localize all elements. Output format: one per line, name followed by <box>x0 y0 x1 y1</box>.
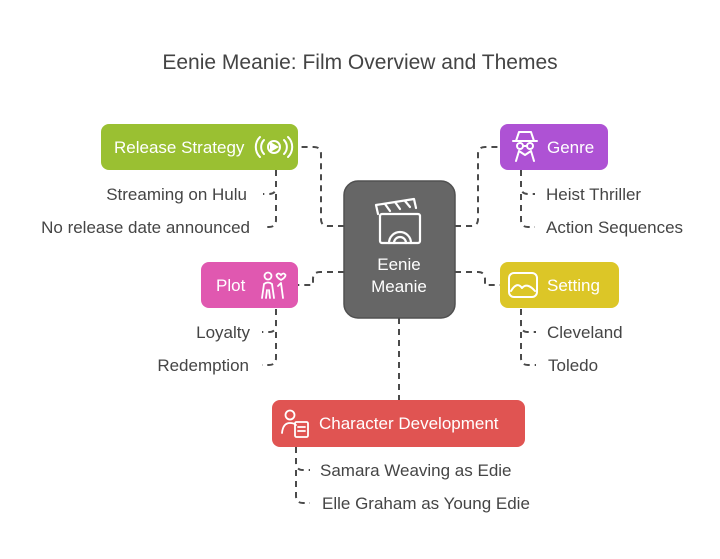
connector-plot <box>298 271 344 286</box>
character-development-label: Character Development <box>319 414 499 433</box>
plot-item-2: Redemption <box>157 356 249 375</box>
release-strategy-node: Release Strategy <box>101 124 298 170</box>
connector-plot-item-2 <box>262 332 277 366</box>
plot-label: Plot <box>216 276 246 295</box>
release-item-1: Streaming on Hulu <box>106 185 247 204</box>
character-development-box <box>272 400 525 447</box>
plot-node: Plot <box>201 262 298 308</box>
character-development-node: Character Development <box>272 400 525 447</box>
diagram-title: Eenie Meanie: Film Overview and Themes <box>162 51 557 74</box>
genre-item-1: Heist Thriller <box>546 185 641 204</box>
connector-genre-item-1 <box>520 170 535 195</box>
genre-label: Genre <box>547 138 594 157</box>
landscape-icon <box>508 272 538 298</box>
connector-plot-item-1 <box>262 309 277 333</box>
release-strategy-box <box>101 124 298 170</box>
release-item-2: No release date announced <box>41 218 250 237</box>
genre-node: Genre <box>500 124 608 170</box>
connectors <box>262 146 536 504</box>
connector-release <box>298 146 344 227</box>
connector-release-item-2 <box>263 194 277 228</box>
character-item-2: Elle Graham as Young Edie <box>322 494 530 513</box>
connector-setting-item-1 <box>520 309 536 333</box>
release-strategy-label: Release Strategy <box>114 138 245 157</box>
setting-item-1: Cleveland <box>547 323 623 342</box>
connector-genre-item-2 <box>520 194 535 228</box>
character-item-1: Samara Weaving as Edie <box>320 461 512 480</box>
center-node: Eenie Meanie <box>343 180 456 319</box>
setting-item-2: Toledo <box>548 356 598 375</box>
person-document-icon <box>281 409 309 438</box>
spy-icon <box>512 131 538 162</box>
plot-item-1: Loyalty <box>196 323 250 342</box>
setting-label: Setting <box>547 276 600 295</box>
center-label-line1: Eenie <box>377 255 420 274</box>
connector-setting-item-2 <box>520 332 536 366</box>
connector-character-item-1 <box>295 447 310 471</box>
connector-genre <box>455 146 500 227</box>
center-label-line2: Meanie <box>371 277 427 296</box>
setting-node: Setting <box>500 262 619 308</box>
connector-character-item-2 <box>295 470 310 504</box>
genre-box <box>500 124 608 170</box>
center-box <box>343 180 456 319</box>
couple-heart-icon <box>261 271 287 299</box>
genre-item-2: Action Sequences <box>546 218 683 237</box>
connector-release-item-1 <box>263 170 277 195</box>
clapperboard-icon <box>374 197 422 245</box>
broadcast-icon <box>254 136 294 158</box>
connector-setting <box>455 271 500 286</box>
